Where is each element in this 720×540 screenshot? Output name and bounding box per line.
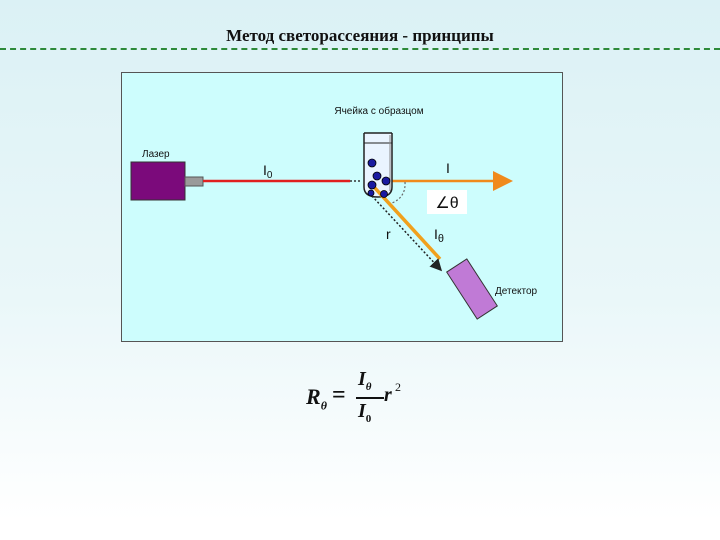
scattered-intensity-label: Iθ xyxy=(434,226,444,245)
incident-intensity-label: I0 xyxy=(263,162,273,181)
formula-numerator: Iθ xyxy=(358,368,372,393)
particle xyxy=(381,176,391,186)
detector-body xyxy=(445,258,499,320)
angle-label-box xyxy=(427,190,467,214)
formula-fraction-bar xyxy=(356,397,384,399)
formula-exponent: 2 xyxy=(395,380,401,394)
formula-distance-factor: r xyxy=(384,384,392,406)
laser-nozzle xyxy=(184,176,204,187)
laser-label: Лазер xyxy=(142,149,170,160)
light-scattering-diagram: Ячейка с образцом Лазер I0 I ∠θ r xyxy=(130,105,538,320)
scattered-beam xyxy=(372,185,442,261)
particle xyxy=(367,189,375,197)
page-title: Метод светорассеяния - принципы xyxy=(226,26,494,45)
formula-equals: = xyxy=(332,382,346,408)
laser-body xyxy=(130,161,186,201)
particle xyxy=(367,158,377,168)
particle xyxy=(380,190,388,198)
title-divider xyxy=(0,48,720,50)
distance-line xyxy=(371,195,443,272)
scattering-angle-arc xyxy=(391,181,406,204)
diagram-panel: Ячейка с образцом Лазер I0 I ∠θ r xyxy=(121,72,563,342)
detector-label: Детектор xyxy=(495,286,538,297)
transmitted-intensity-label: I xyxy=(446,160,450,176)
rayleigh-ratio-formula: Rθ = Iθ I0 r 2 xyxy=(300,364,420,436)
particle xyxy=(372,171,382,181)
formula-denominator: I0 xyxy=(358,400,372,425)
formula-lhs: Rθ xyxy=(306,384,327,413)
distance-label: r xyxy=(386,226,391,242)
sample-cell-label: Ячейка с образцом xyxy=(334,105,423,117)
detector xyxy=(445,258,499,320)
particle xyxy=(367,180,377,190)
scattering-angle-label: ∠θ xyxy=(435,195,458,212)
